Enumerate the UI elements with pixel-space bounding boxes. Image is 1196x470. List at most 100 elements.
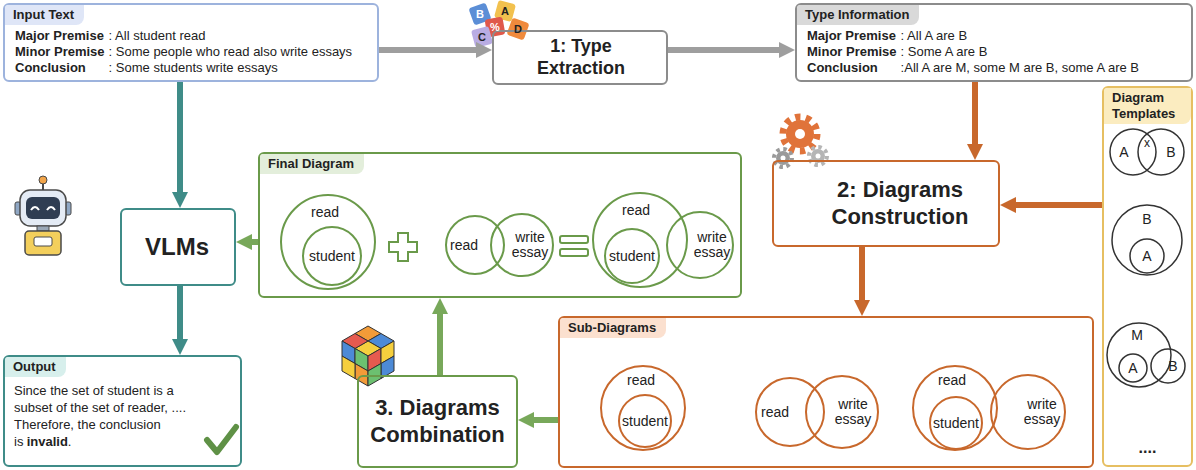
premise-key: Minor Premise [807, 44, 897, 60]
circle-outline [667, 212, 733, 278]
set-circle: student [302, 226, 362, 286]
premise-key: Major Premise [15, 28, 105, 44]
icon-letter: B [476, 9, 484, 20]
equals-bar [560, 249, 588, 256]
set-circle: B [1137, 128, 1185, 176]
circle-outline [1112, 205, 1182, 275]
premise-text: : All student read [109, 28, 369, 44]
cube-tile [342, 356, 355, 379]
circle-outline [1138, 129, 1184, 175]
tag-shape [471, 26, 493, 48]
box-title: VLMs [145, 233, 209, 262]
tag-icon [468, 0, 529, 48]
check-mark [207, 427, 236, 452]
circle-outline [1119, 354, 1147, 382]
flow-arrow [379, 47, 476, 53]
robot-head [20, 190, 66, 226]
circle-outline [1150, 348, 1186, 384]
premise-key: Conclusion [15, 60, 105, 76]
circle-outline [593, 193, 687, 287]
premise-key: Conclusion [807, 60, 897, 76]
set-circle: write essay [805, 375, 879, 449]
robot-eyes [31, 207, 55, 210]
set-circle: studentread [280, 194, 376, 290]
circle-outline [1109, 128, 1157, 176]
premise-text: :All A are M, some M are B, some A are B [901, 60, 1183, 76]
set-circle: student [604, 228, 660, 284]
panel-box: studentreadreadwrite essaystudentreadwri… [258, 152, 742, 298]
gear-teeth [809, 147, 827, 165]
output-text: invalid [27, 434, 68, 449]
premise-list: Major Premise: All student readMinor Pre… [5, 25, 377, 80]
circle-label: student [622, 414, 668, 429]
flow-arrow [534, 417, 558, 423]
circle-outline [281, 195, 375, 289]
robot-screen [26, 197, 60, 219]
set-circle: write essay [990, 374, 1066, 450]
set-circle: write essay [666, 211, 734, 279]
panel-header: Diagram Templates [1104, 88, 1191, 124]
panel-header: Type Information [797, 5, 919, 25]
icon-letter: x [1144, 137, 1150, 149]
flow-arrow [668, 47, 779, 53]
circle-label: B [1166, 145, 1175, 160]
panel-box: studentreadreadwrite essaystudentreadwri… [558, 316, 1094, 468]
robot-icon [15, 176, 71, 255]
gear-hole [795, 129, 805, 139]
circle-outline [1107, 323, 1171, 387]
circle-label: read [627, 373, 655, 388]
set-circle: read [445, 215, 505, 275]
circle-outline [619, 395, 671, 447]
set-circle: A [1129, 238, 1165, 274]
premise-list: Major Premise: All A are BMinor Premise:… [797, 25, 1191, 80]
output-text: . [68, 434, 72, 449]
circle-label: write essay [508, 230, 552, 260]
box-title: 1: Type Extraction [504, 36, 658, 79]
circle-label: write essay [831, 397, 875, 427]
circle-label: read [938, 373, 966, 388]
circle-outline [991, 375, 1065, 449]
circle-label: A [1119, 145, 1128, 160]
circle-outline [601, 366, 685, 450]
set-circle: student [618, 394, 672, 448]
panel-box: OutputSince the set of student is a subs… [3, 355, 242, 467]
robot-body [25, 231, 61, 255]
set-circle: AB [1111, 204, 1183, 276]
box-title: 2: Diagrams Construction [810, 177, 990, 230]
panel-header: Final Diagram [260, 154, 364, 174]
circle-outline [1130, 239, 1164, 273]
circle-label: B [1142, 212, 1151, 227]
premise-text: : Some people who read also write essays [109, 44, 369, 60]
panel-box: Input TextMajor Premise: All student rea… [3, 3, 379, 82]
tag-shape [506, 17, 529, 40]
set-circle: AM [1106, 322, 1172, 388]
output-paragraph: Since the set of student is a subset of … [5, 377, 240, 454]
circle-outline [806, 376, 878, 448]
robot-antenna-ball [39, 176, 47, 184]
circle-label: read [622, 203, 650, 218]
plus-sign [389, 233, 417, 261]
panel-header: Input Text [5, 5, 84, 25]
set-circle: B [1150, 348, 1186, 384]
flow-arrow [1016, 202, 1102, 208]
set-circle: student read [912, 365, 998, 451]
flow-arrow [859, 247, 865, 300]
ellipsis-note: .... [1104, 439, 1191, 457]
panel-box: Type InformationMajor Premise: All A are… [795, 3, 1193, 82]
circle-outline [930, 397, 982, 449]
box-title: 3. Diagrams Combination [367, 395, 508, 448]
circle-label: read [761, 405, 789, 420]
set-circle: A [1118, 353, 1148, 383]
circle-label: M [1131, 328, 1143, 343]
circle-outline [446, 216, 504, 274]
premise-text: : Some A are B [901, 44, 1183, 60]
set-circle: A [1109, 128, 1157, 176]
circle-label: A [1128, 361, 1137, 376]
panel-header: Output [5, 357, 66, 377]
circle-outline [491, 214, 553, 276]
icon-letter: C [478, 32, 486, 43]
set-circle: student [929, 396, 983, 450]
premise-key: Major Premise [807, 28, 897, 44]
icon-letter: % [490, 22, 500, 33]
premise-text: : Some students write essays [109, 60, 369, 76]
